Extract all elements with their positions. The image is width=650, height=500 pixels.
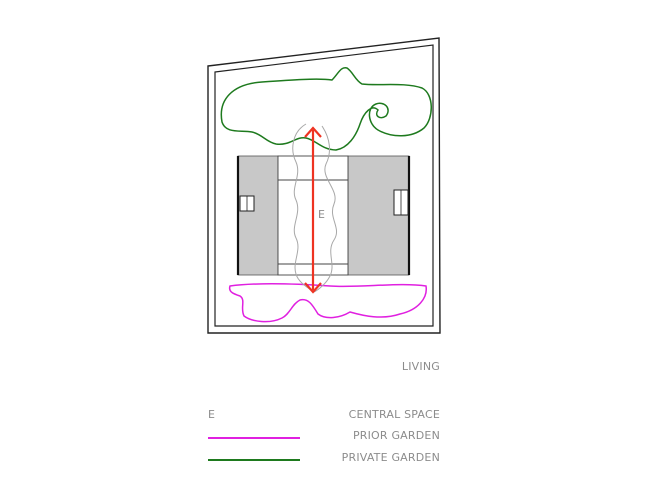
path-line-west [292,123,315,293]
private-garden-outline [220,66,432,151]
site-boundary-outer [207,37,441,334]
legend-central-label: CENTRAL SPACE [349,408,440,421]
legend-private-garden-label: PRIVATE GARDEN [342,451,440,464]
central-space-marker: E [318,208,325,221]
plan-caption: LIVING [402,360,440,373]
site-boundary [207,37,441,334]
path-line-east [313,125,338,293]
building-west-wing [237,155,279,276]
central-axis-head-top [304,126,322,138]
site-boundary-inner [214,44,434,327]
prior-garden-outline [228,282,427,323]
central-axis-arrow [304,126,322,294]
legend: E CENTRAL SPACE PRIOR GARDEN PRIVATE GAR… [208,408,440,464]
central-axis-head-bottom [304,282,322,294]
legend-central-symbol: E [208,408,215,421]
legend-prior-garden-label: PRIOR GARDEN [353,429,440,442]
